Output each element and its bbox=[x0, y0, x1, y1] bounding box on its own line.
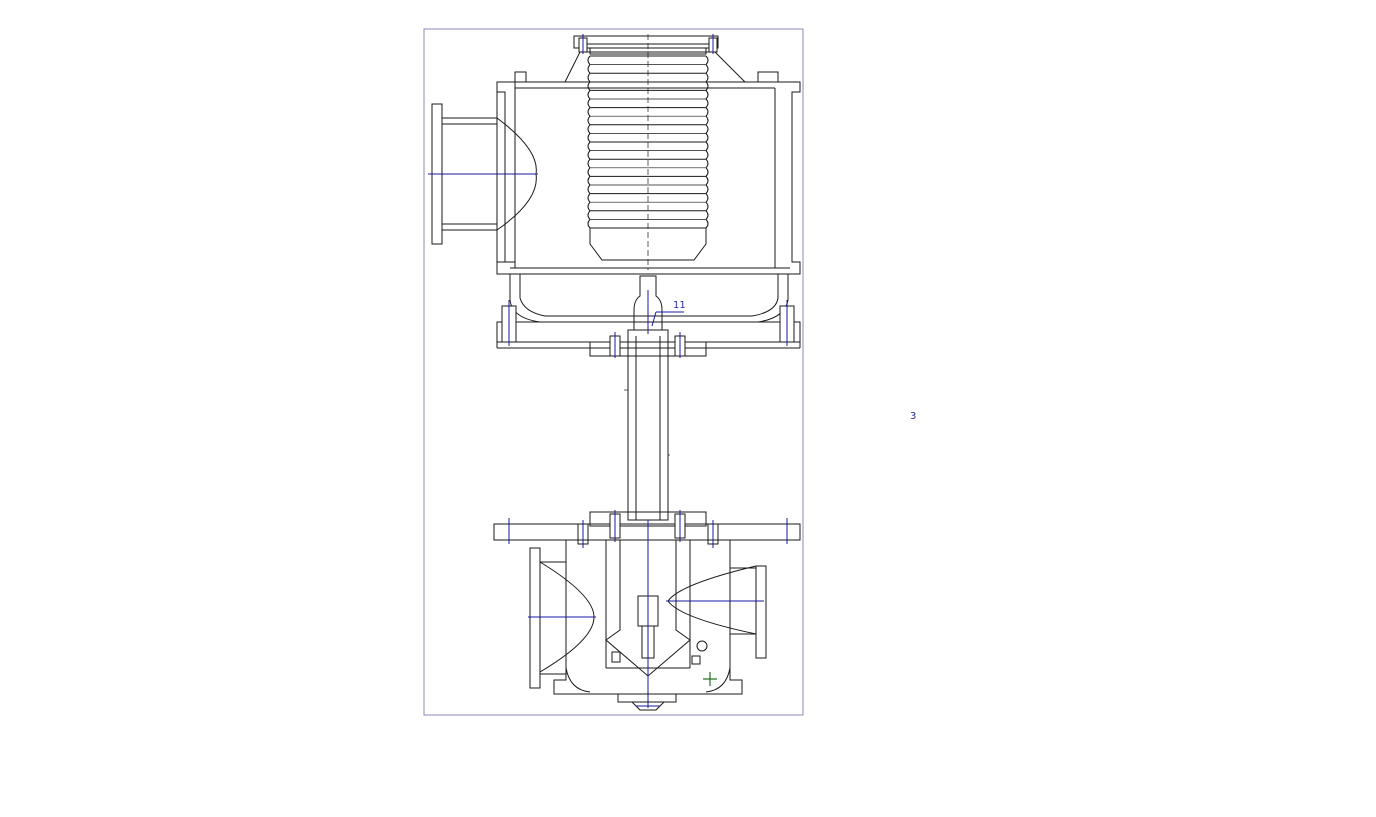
bellows bbox=[587, 34, 709, 270]
bolt-icon bbox=[501, 300, 517, 346]
valve-stem-column bbox=[589, 329, 707, 521]
bolt-icon bbox=[779, 300, 795, 346]
bolt-icon bbox=[578, 34, 588, 54]
part-callout-label: 11 bbox=[673, 300, 686, 311]
lower-valve-body bbox=[493, 510, 801, 711]
bellows-outline bbox=[587, 55, 709, 229]
bolt-icon bbox=[609, 332, 621, 358]
bolt-icon bbox=[707, 520, 719, 548]
upper-inlet-port bbox=[428, 81, 538, 263]
bolt-icon bbox=[674, 510, 686, 542]
sheet-number-label: 3 bbox=[910, 411, 916, 422]
bolt-icon bbox=[708, 34, 718, 54]
sheet-frame bbox=[423, 28, 804, 716]
bolt-icon bbox=[674, 332, 686, 358]
bolt-icon bbox=[609, 510, 621, 542]
bolt-icon bbox=[577, 520, 589, 548]
